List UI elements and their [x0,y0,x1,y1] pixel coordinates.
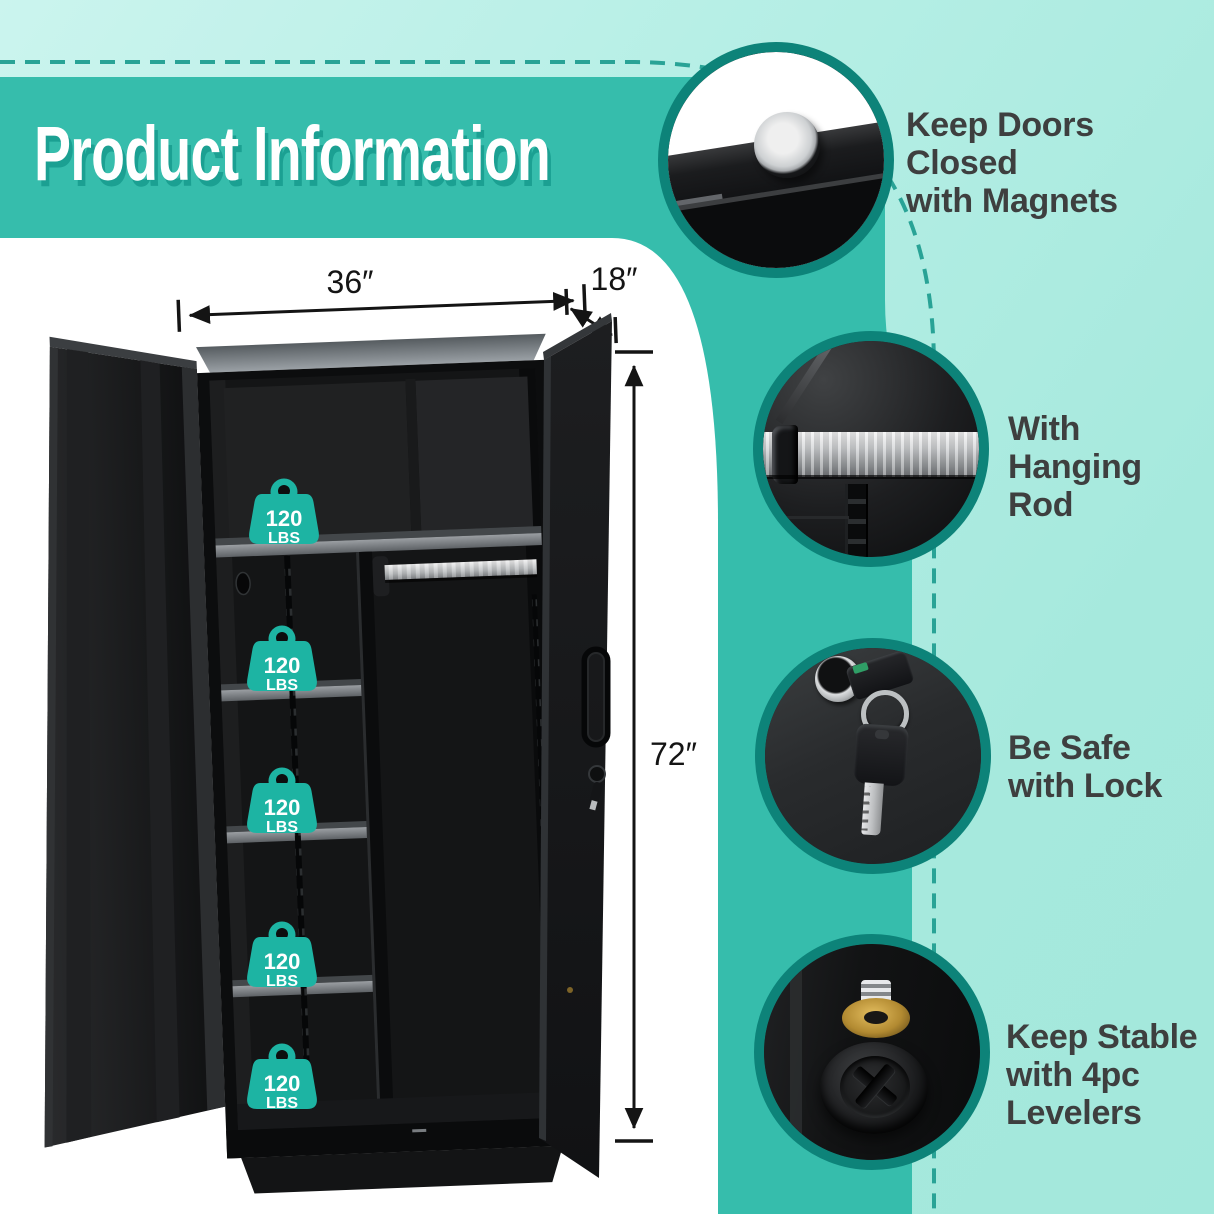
svg-text:120: 120 [264,653,301,678]
caption-line: with Magnets [906,182,1118,220]
door-handle [581,646,611,748]
full-width-shelf [215,533,542,558]
key-head-hole [874,729,890,740]
shelf-line [763,515,850,519]
feature-caption-lock: Be Safe with Lock [1008,729,1162,805]
shelf-standard-strip [845,483,869,557]
center-divider [355,551,394,1125]
svg-text:120: 120 [266,506,303,531]
page-title: Product Information [34,111,551,197]
capacity-badge: 120 LBS [249,478,319,547]
caption-line: Levelers [1006,1094,1142,1132]
width-label: 36″ [327,264,374,300]
right-door [539,313,612,1178]
caption-line: Hanging Rod [1008,448,1142,524]
leveler-brass-nut [842,998,910,1038]
svg-text:120: 120 [264,795,301,820]
rod-end-cap [771,425,798,484]
depth-label: 18″ [591,261,638,297]
height-label: 72″ [650,736,697,772]
feature-caption-hanging-rod: With Hanging Rod [1008,410,1214,524]
height-arrow [615,350,653,1143]
capacity-badge: 120 LBS [247,625,317,694]
caption-line: Be Safe [1008,729,1131,767]
svg-text:LBS: LBS [266,677,298,694]
svg-text:LBS: LBS [266,819,298,836]
key-blade [861,782,884,836]
wall-hole [235,571,251,596]
magnet-closeup-photo [658,42,894,278]
leveler-foot-closeup-photo [754,934,990,1170]
door-lock-cylinder [588,765,606,783]
capacity-badge: 120 LBS [247,767,317,836]
capacity-badge: 120 LBS [247,921,317,990]
caption-line: Keep Doors Closed [906,106,1094,182]
caption-line: Keep Stable [1006,1018,1198,1056]
hanging-rod-icon [763,431,979,478]
left-door-open [44,336,226,1148]
feature-caption-levelers: Keep Stable with 4pc Levelers [1006,1018,1198,1132]
base-plinth [241,1145,563,1194]
capacity-badge: 120 LBS [247,1043,317,1112]
magnet-icon [754,112,820,178]
cabinet-top-face [196,333,546,373]
width-arrow [188,291,575,325]
door-key [589,781,603,811]
top-compartment-divider [405,378,422,533]
svg-text:120: 120 [264,949,301,974]
svg-text:120: 120 [264,1071,301,1096]
caption-line: with Lock [1008,767,1163,805]
rod-shadow [763,474,979,479]
caption-line: with 4pc [1006,1056,1140,1094]
hanging-rod-closeup-photo [753,331,989,567]
cabinet-body-group [44,284,618,1194]
lock-keys-closeup-photo [755,638,991,874]
svg-text:LBS: LBS [268,530,300,547]
dimension-arrows [176,284,618,344]
cabinet-edge-highlight [790,944,802,1160]
svg-text:LBS: LBS [266,973,298,990]
caption-line: With [1008,410,1081,448]
feature-caption-magnets: Keep Doors Closed with Magnets [906,106,1214,220]
svg-text:LBS: LBS [266,1095,298,1112]
